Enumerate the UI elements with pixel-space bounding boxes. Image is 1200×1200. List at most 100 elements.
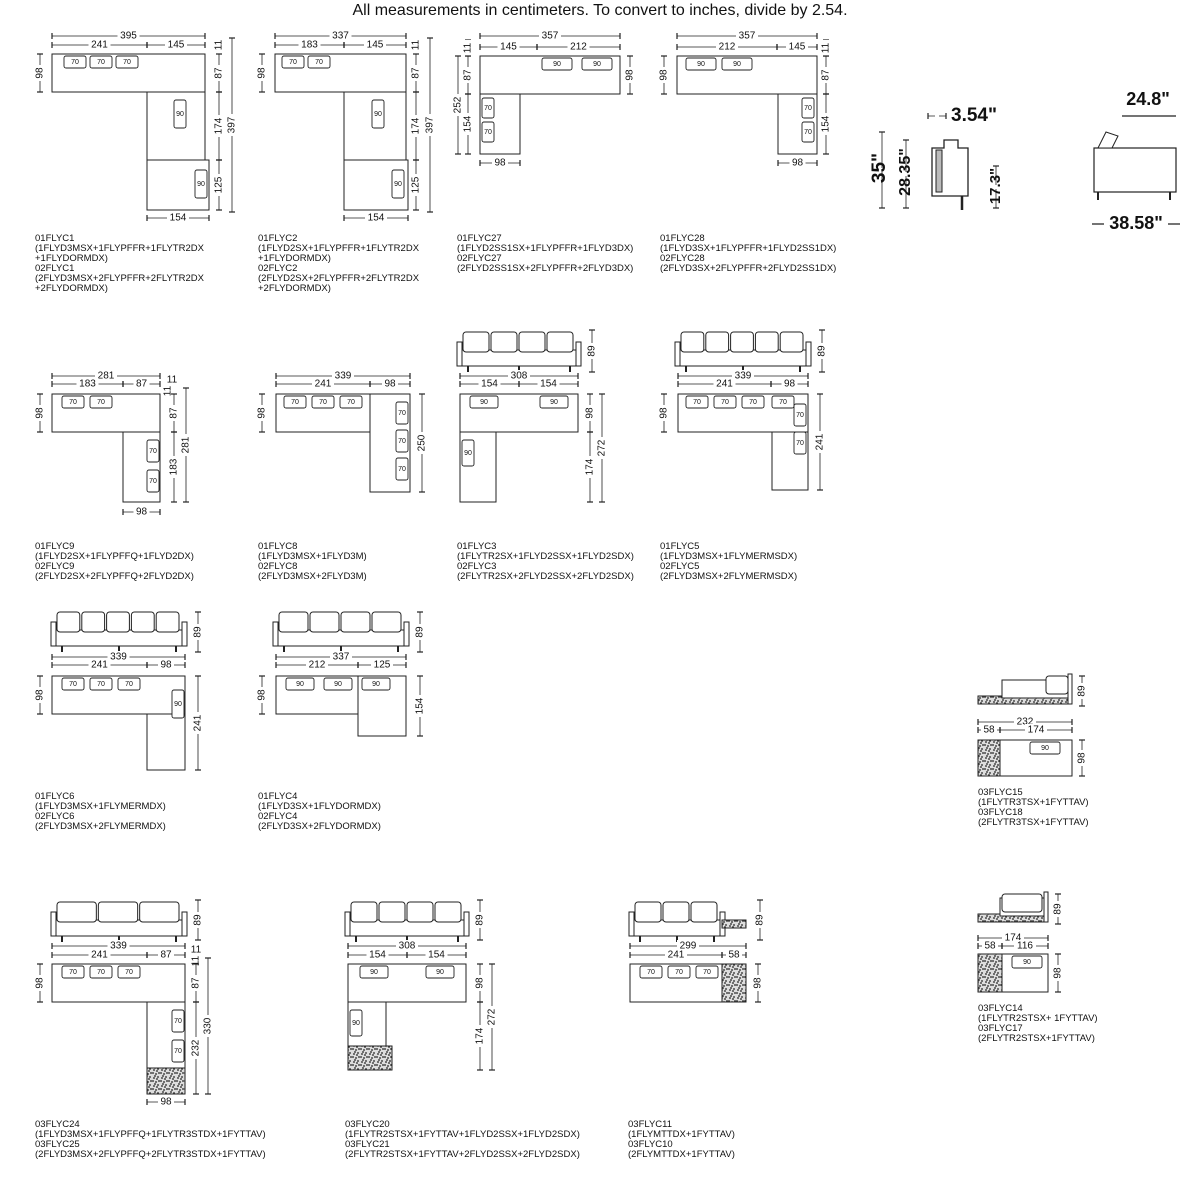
elevation-arm	[674, 341, 681, 367]
back-cushion	[581, 57, 613, 71]
dimension-label: 308	[399, 941, 416, 952]
elevation-cushion	[371, 611, 402, 633]
back-cushion	[171, 1039, 185, 1063]
cushion-label: 70	[97, 399, 105, 406]
back-cushion	[461, 439, 475, 467]
label-backing	[820, 67, 831, 83]
back-cushion	[425, 965, 455, 979]
dimension-label: 87	[136, 379, 148, 390]
caption-line: (2FLYD2SS1SX+2FLYPFFR+2FLYD3DX)	[457, 263, 634, 274]
dimension-label: 98	[753, 977, 764, 989]
elevation-arm	[50, 621, 57, 647]
top-depth-label: 24.8"	[1126, 89, 1170, 109]
back-cushion	[741, 395, 765, 409]
cushion-label: 90	[296, 681, 304, 688]
dimension-label: 87	[821, 69, 832, 81]
caption-line: 01FLYC28	[660, 233, 705, 244]
back-cushion	[685, 57, 717, 71]
cushion-label: 70	[123, 59, 131, 66]
cushion-label: 70	[174, 1018, 182, 1025]
label-backing	[226, 114, 237, 136]
back-cushion-profile	[1097, 131, 1119, 149]
dimension-label: 154	[540, 379, 557, 390]
label-backing	[95, 370, 117, 381]
dimension-label: 232	[191, 1039, 202, 1056]
caption-line: (1FLYTR2SX+1FLYD2SSX+1FLYD2SDX)	[457, 551, 634, 562]
elevation-cushion	[97, 901, 139, 923]
caption-line: 01FLYC1	[35, 233, 75, 244]
caption-line: 01FLYC4	[258, 791, 298, 802]
back-cushion	[89, 395, 113, 409]
label-backing	[34, 975, 45, 991]
caption-line: 03FLYC21	[345, 1139, 390, 1150]
dimension-label: 397	[425, 116, 436, 133]
dimension-label: 339	[110, 652, 127, 663]
elevation-cushion	[730, 331, 754, 353]
label-backing	[486, 1006, 497, 1028]
dimension-label: 98	[257, 67, 268, 79]
label-backing	[736, 30, 758, 41]
label-backing	[180, 434, 191, 456]
back-cushion	[639, 965, 663, 979]
cushion-label: 70	[125, 681, 133, 688]
back-cushion	[339, 395, 363, 409]
back-cushion	[539, 395, 569, 409]
dimension-label: 11	[167, 375, 178, 386]
label-backing	[789, 157, 806, 168]
label-backing	[167, 212, 189, 223]
caption-01flyc3: 01FLYC3(1FLYTR2SX+1FLYD2SSX+1FLYD2SDX)02…	[457, 542, 634, 582]
back-cushion	[285, 677, 315, 691]
cushion-label: 70	[721, 399, 729, 406]
dimension-label: 87	[411, 67, 422, 79]
dimension-label: 339	[735, 371, 752, 382]
label-backing	[716, 41, 738, 52]
elevation-cushion	[340, 611, 371, 633]
dimension-label: 250	[417, 434, 428, 451]
label-backing	[596, 437, 607, 459]
caption-01flyc9: 01FLYC9(1FLYD2SX+1FLYPFFQ+1FLYD2DX)02FLY…	[35, 542, 194, 582]
label-backing	[330, 651, 352, 662]
elevation-cushion	[754, 331, 779, 353]
elevation-cushion	[779, 331, 804, 353]
elevation-cushion	[278, 611, 309, 633]
label-backing	[416, 432, 427, 454]
label-backing	[1104, 214, 1168, 234]
caption-line: (1FLYD3MSX+1FLYMERMDX)	[35, 801, 166, 812]
dimension-label: 212	[719, 42, 736, 53]
dimension-label: 89	[193, 914, 204, 926]
caption-line: (1FLYD2SS1SX+1FLYPFFR+1FLYD3DX)	[457, 243, 634, 254]
caption-01flyc8: 01FLYC8(1FLYD3MSX+1FLYD3M)02FLYC8(2FLYD3…	[258, 542, 367, 582]
back-cushion	[667, 965, 691, 979]
dimension-label: 98	[494, 158, 506, 169]
label-backing	[364, 39, 386, 50]
label-backing	[366, 949, 389, 960]
cushion-label: 90	[370, 969, 378, 976]
cushion-label: 70	[647, 969, 655, 976]
caption-line: 02FLYC27	[457, 253, 502, 264]
label-backing	[726, 949, 742, 960]
back-cushion	[281, 55, 305, 69]
label-backing	[478, 378, 501, 389]
cushion-label: 90	[374, 111, 382, 118]
label-backing	[306, 659, 328, 670]
dimension-label: 241	[716, 379, 733, 390]
dimension-label: 98	[792, 158, 804, 169]
label-backing	[158, 1096, 174, 1107]
label-backing	[537, 378, 560, 389]
label-backing	[786, 41, 808, 52]
elevation-cushion	[462, 331, 490, 353]
cushion-label: 70	[484, 129, 492, 136]
cushion-label: 90	[197, 181, 205, 188]
dimension-label: 98	[1077, 752, 1088, 764]
label-backing	[158, 949, 174, 960]
label-backing	[665, 949, 687, 960]
dimension-label: 395	[120, 31, 137, 42]
marble-side-table	[721, 963, 747, 1003]
label-backing	[168, 405, 179, 421]
cushion-label: 70	[69, 969, 77, 976]
dimension-label: 281	[98, 371, 115, 382]
